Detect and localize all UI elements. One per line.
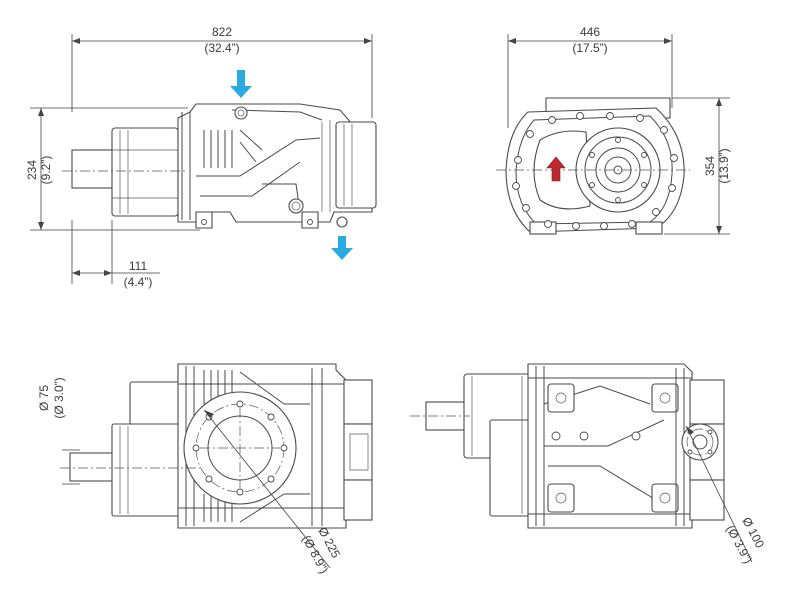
- end-view: [496, 97, 690, 235]
- dim-length-in: (32.4”): [204, 41, 239, 55]
- dim-length-mm: 822: [212, 25, 232, 39]
- dimension-end-height: 354 (13.9”): [664, 97, 731, 235]
- dim-end-height-mm: 354: [703, 156, 717, 176]
- dimension-overall-length: 822 (32.4”): [71, 25, 373, 118]
- bottom-left-view: [60, 363, 373, 529]
- cooling-ribs: [203, 370, 233, 522]
- dim-height-in: (9.2”): [39, 156, 53, 185]
- dimension-shaft-offset: 111 (4.4”): [71, 220, 160, 289]
- dim-shaft-dia-mm: Ø 75: [37, 385, 51, 411]
- flow-in-arrow-icon: [230, 70, 252, 98]
- dimension-shaft-diameter: Ø 75 (Ø 3.0”): [37, 377, 80, 485]
- dim-width-mm: 446: [580, 25, 600, 39]
- flange-bolts: [192, 400, 288, 496]
- rotation-direction-arrow-icon: [546, 156, 566, 182]
- dim-width-in: (17.5”): [572, 41, 607, 55]
- dimension-width: 446 (17.5”): [507, 25, 673, 128]
- dim-height-mm: 234: [25, 160, 39, 180]
- side-view: [62, 70, 377, 260]
- end-view-bolts: [512, 112, 678, 230]
- dim-shaft-dia-in: (Ø 3.0”): [52, 377, 66, 418]
- dim-end-height-in: (13.9”): [717, 148, 731, 183]
- cooling-ribs: [203, 129, 263, 168]
- dim-offset-in: (4.4”): [124, 275, 153, 289]
- dimension-height: 234 (9.2”): [25, 107, 200, 231]
- bottom-right-view: [410, 363, 725, 529]
- mounting-pads: [547, 383, 679, 513]
- flow-out-arrow-icon: [331, 236, 353, 260]
- dim-offset-mm: 111: [129, 259, 148, 273]
